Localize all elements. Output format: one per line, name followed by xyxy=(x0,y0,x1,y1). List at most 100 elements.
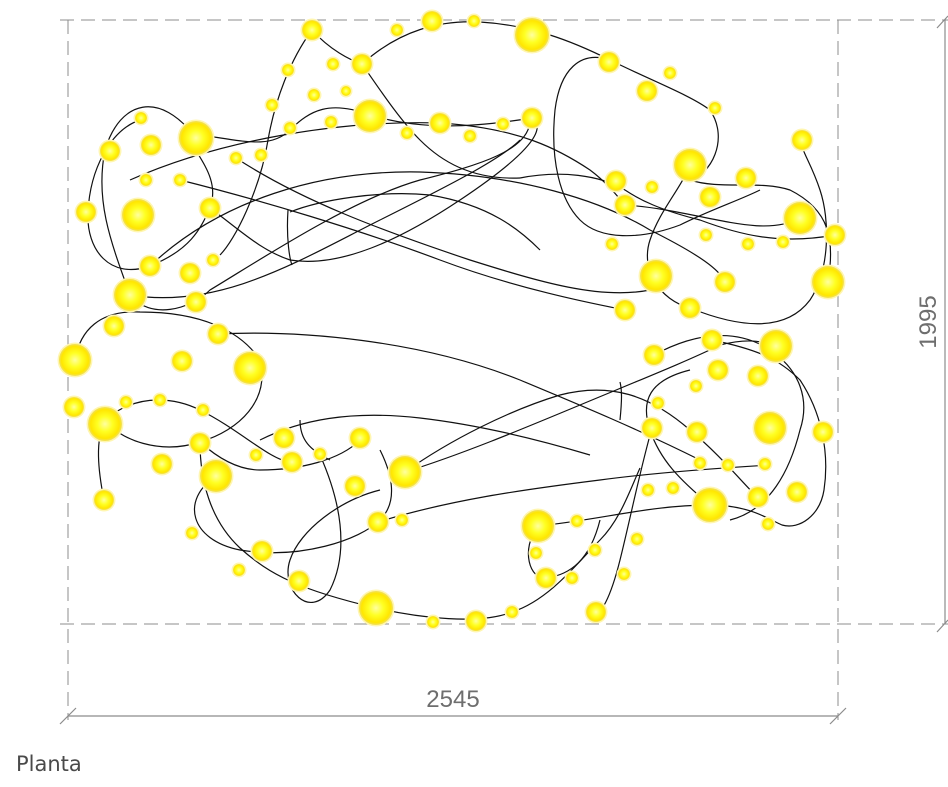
light-bulb xyxy=(667,482,679,494)
light-bulb xyxy=(748,366,768,386)
light-bulb xyxy=(100,141,120,161)
light-bulb xyxy=(350,428,370,448)
light-bulb xyxy=(468,15,480,27)
light-bulb xyxy=(208,324,228,344)
light-bulb xyxy=(644,345,664,365)
light-bulb xyxy=(586,602,606,622)
light-bulb xyxy=(522,108,542,128)
light-bulb xyxy=(255,149,267,161)
light-bulbs xyxy=(57,9,847,633)
light-bulb xyxy=(522,510,554,542)
light-bulb xyxy=(722,459,734,471)
light-bulb xyxy=(637,81,657,101)
drawing-caption: Planta xyxy=(16,752,82,776)
light-bulb xyxy=(186,292,206,312)
light-bulb xyxy=(606,171,626,191)
light-bulb xyxy=(64,397,84,417)
light-bulb xyxy=(674,149,706,181)
light-bulb xyxy=(694,457,706,469)
light-bulb xyxy=(427,616,439,628)
light-bulb xyxy=(687,422,707,442)
light-bulb xyxy=(359,591,393,625)
light-bulb xyxy=(94,490,114,510)
light-bulb xyxy=(642,418,662,438)
light-bulb xyxy=(715,272,735,292)
light-bulb xyxy=(615,300,635,320)
light-bulb xyxy=(59,344,91,376)
light-bulb xyxy=(352,54,372,74)
light-bulb xyxy=(282,64,294,76)
light-bulb xyxy=(207,254,219,266)
light-bulb xyxy=(140,174,152,186)
light-bulb xyxy=(464,130,476,142)
width-dimension: 2545 xyxy=(59,686,847,725)
light-bulb xyxy=(230,152,242,164)
light-bulb xyxy=(762,518,774,530)
light-bulb xyxy=(422,11,442,31)
light-bulb xyxy=(736,168,756,188)
light-bulb xyxy=(748,487,768,507)
light-bulb xyxy=(354,100,386,132)
light-bulb xyxy=(314,448,326,460)
light-bulb xyxy=(234,352,266,384)
light-bulb xyxy=(536,568,556,588)
light-bulb xyxy=(813,422,833,442)
light-bulb xyxy=(401,127,413,139)
light-bulb xyxy=(197,404,209,416)
light-bulb xyxy=(302,20,322,40)
light-bulb xyxy=(141,135,161,155)
light-bulb xyxy=(325,116,337,128)
light-bulb xyxy=(497,118,509,130)
light-bulb xyxy=(284,122,296,134)
light-bulb xyxy=(389,456,421,488)
light-bulb xyxy=(140,256,160,276)
light-bulb xyxy=(515,18,549,52)
light-bulb xyxy=(754,412,786,444)
light-bulb xyxy=(122,199,154,231)
light-bulb xyxy=(200,198,220,218)
light-bulb xyxy=(282,452,302,472)
light-bulb xyxy=(777,236,789,248)
light-bulb xyxy=(599,52,619,72)
light-bulb xyxy=(152,454,172,474)
light-bulb xyxy=(618,568,630,580)
light-bulb xyxy=(180,263,200,283)
height-dimension: 1995 xyxy=(915,15,948,633)
light-bulb xyxy=(812,266,844,298)
light-bulb xyxy=(708,360,728,380)
light-bulb xyxy=(784,202,816,234)
light-bulb xyxy=(233,564,245,576)
light-bulb xyxy=(640,260,672,292)
light-bulb xyxy=(466,611,486,631)
light-bulb xyxy=(652,397,664,409)
light-bulb xyxy=(760,330,792,362)
light-bulb xyxy=(88,407,122,441)
light-bulb xyxy=(345,476,365,496)
light-bulb xyxy=(368,512,388,532)
light-bulb xyxy=(135,112,147,124)
light-bulb xyxy=(179,121,213,155)
light-bulb xyxy=(742,238,754,250)
light-bulb xyxy=(172,351,192,371)
light-bulb xyxy=(825,225,845,245)
light-bulb xyxy=(571,515,583,527)
light-bulb xyxy=(693,488,727,522)
height-label: 1995 xyxy=(915,295,942,348)
light-bulb xyxy=(700,187,720,207)
light-bulb xyxy=(566,572,578,584)
light-bulb xyxy=(327,58,339,70)
light-bulb xyxy=(308,89,320,101)
light-bulb xyxy=(700,229,712,241)
light-bulb xyxy=(174,174,186,186)
light-bulb xyxy=(792,130,812,150)
light-bulb xyxy=(190,433,210,453)
light-bulb xyxy=(252,541,272,561)
light-bulb xyxy=(615,195,635,215)
light-bulb xyxy=(759,458,771,470)
light-bulb xyxy=(154,394,166,406)
light-bulb xyxy=(274,428,294,448)
light-bulb xyxy=(341,86,351,96)
light-bulb xyxy=(646,181,658,193)
light-bulb xyxy=(120,396,132,408)
